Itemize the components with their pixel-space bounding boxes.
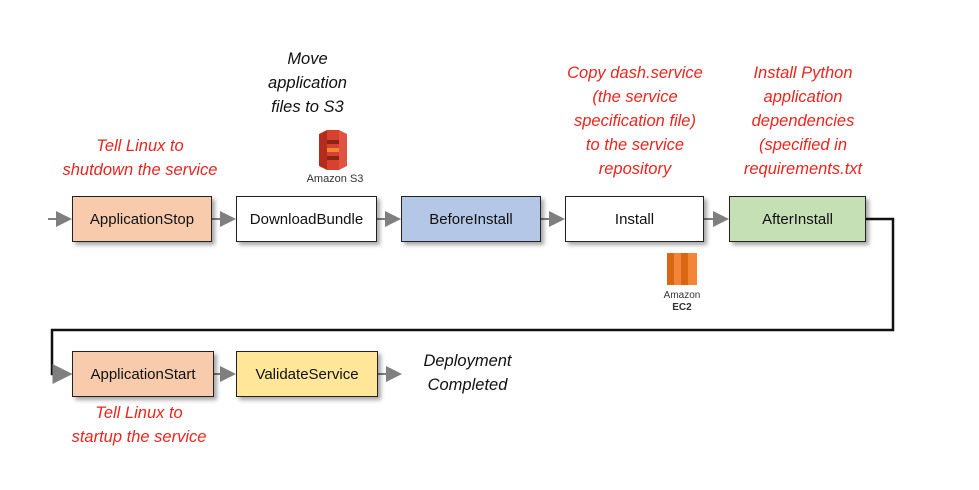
ec2-label-bottom: EC2 bbox=[672, 302, 692, 313]
stage-application-stop: ApplicationStop bbox=[72, 196, 212, 242]
stage-install: Install bbox=[565, 196, 704, 242]
stage-application-start: ApplicationStart bbox=[72, 351, 214, 397]
aws-s3-icon bbox=[319, 130, 347, 170]
annotation-tell-linux-stop: Tell Linux to shutdown the service bbox=[62, 137, 218, 179]
annotation-copy-dash-service: Copy dash.service (the service specifica… bbox=[567, 64, 703, 178]
aws-ec2-icon bbox=[667, 253, 697, 285]
annotation-move-files-s3: Move application files to S3 bbox=[268, 50, 347, 116]
annotation-install-python: Install Python application dependencies … bbox=[743, 64, 863, 178]
stage-validate-service: ValidateService bbox=[236, 351, 378, 397]
stage-download-bundle: DownloadBundle bbox=[236, 196, 377, 242]
s3-label: Amazon S3 bbox=[306, 173, 364, 185]
annotation-deployment-completed: Deployment Completed bbox=[423, 352, 512, 394]
ec2-label-top: Amazon bbox=[663, 290, 701, 301]
stage-before-install: BeforeInstall bbox=[401, 196, 541, 242]
wrap-connector bbox=[50, 217, 895, 384]
annotation-tell-linux-start: Tell Linux to startup the service bbox=[71, 404, 207, 446]
stage-after-install: AfterInstall bbox=[729, 196, 866, 242]
